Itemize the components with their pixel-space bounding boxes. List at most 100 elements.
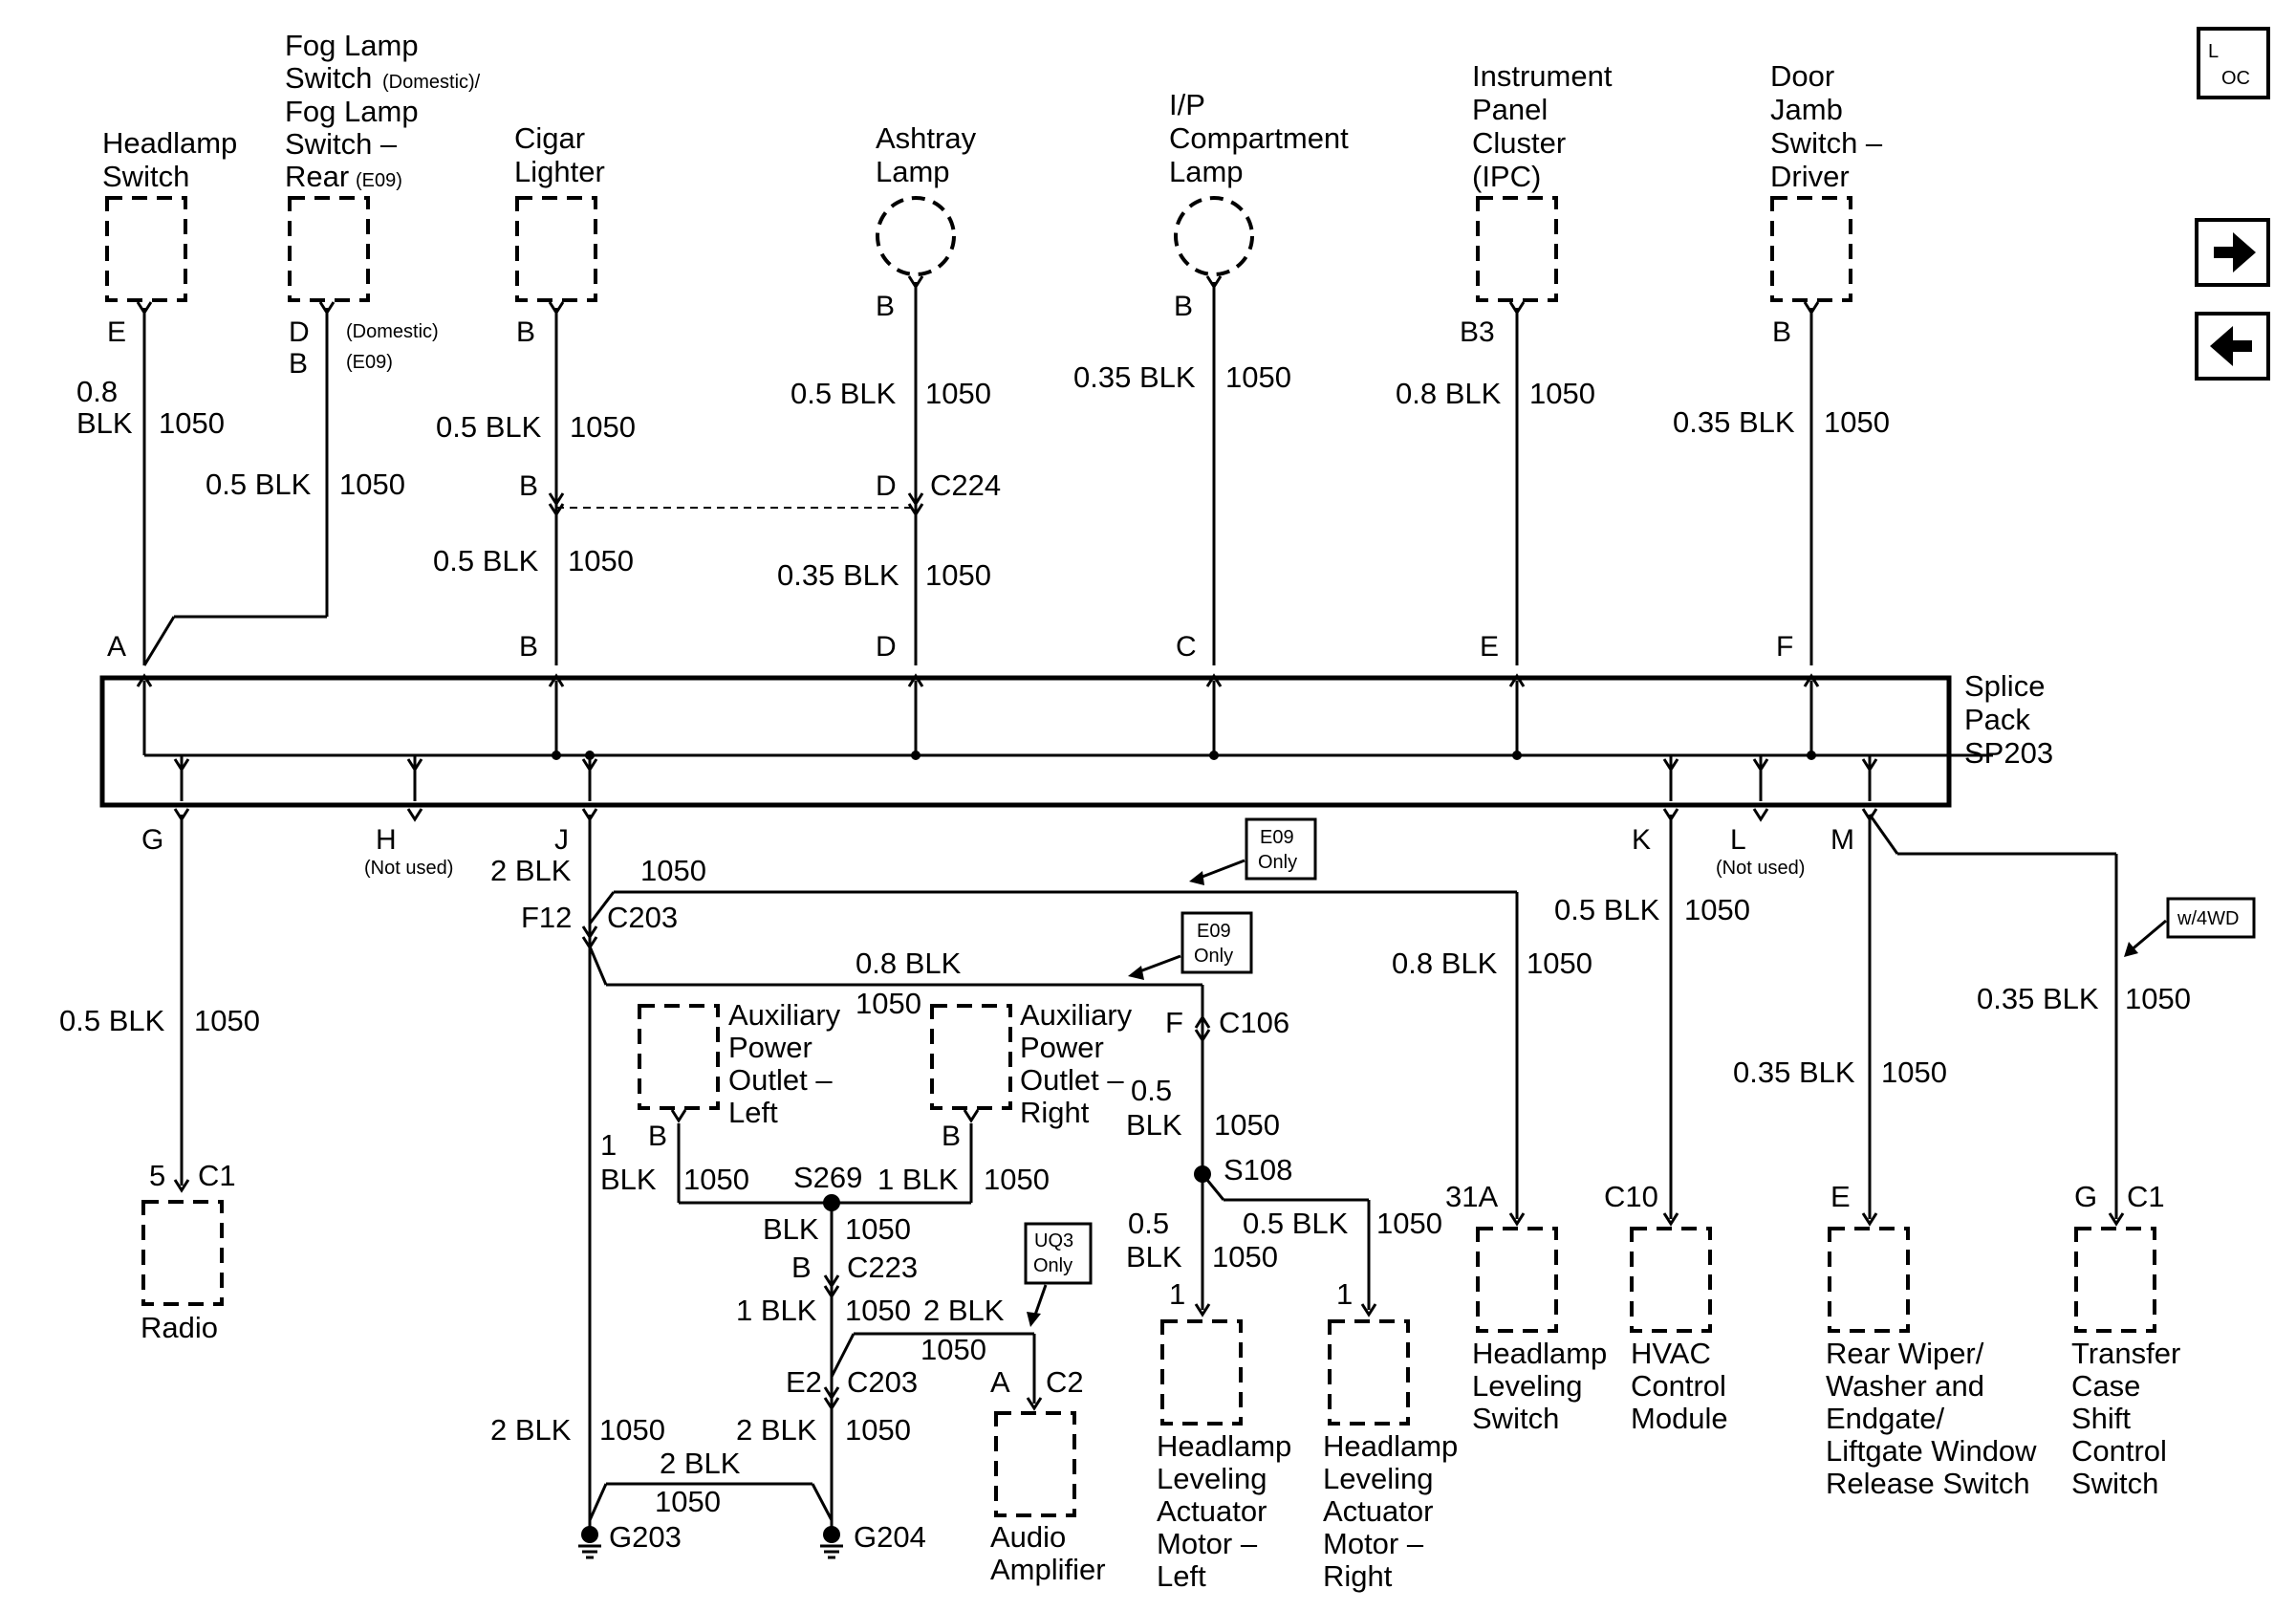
g204-circuit: 1050 — [845, 1413, 911, 1447]
hvac-label-3: Module — [1631, 1402, 1728, 1435]
ip-lamp-label-2: Compartment — [1169, 121, 1349, 155]
tc-label-1: Transfer — [2071, 1337, 2180, 1370]
ip-compartment-lamp: I/P Compartment Lamp B 0.35 BLK 1050 — [1073, 88, 1349, 665]
apo-feed-wire: 0.8 BLK — [856, 947, 962, 980]
cigar-lighter-inline-pin: B — [519, 470, 538, 502]
tc-wire: 0.35 BLK — [1977, 982, 2099, 1015]
headlamp-switch-circuit: 1050 — [159, 406, 225, 440]
uq3-tag-line-1: UQ3 — [1034, 1230, 1073, 1252]
j-circuit: 1050 — [640, 854, 706, 887]
fog-lamp-label-2-note: (Domestic)/ — [382, 72, 481, 93]
c223-pin: B — [791, 1251, 812, 1284]
ashtray-lamp-circuit: 1050 — [925, 377, 991, 410]
ip-lamp-circuit: 1050 — [1225, 360, 1291, 394]
hvac-circuit: 1050 — [1684, 893, 1750, 926]
cigar-lighter: Cigar Lighter B 0.5 BLK 1050 B 0.5 BLK 1… — [433, 121, 636, 665]
motor-right-label-3: Actuator — [1323, 1494, 1433, 1528]
wiper-label-4: Liftgate Window — [1826, 1434, 2037, 1468]
motor-left-wire-size: 0.5 — [1128, 1207, 1169, 1240]
splice-pin-d: D — [876, 631, 897, 663]
radio-wire: 0.5 BLK — [59, 1004, 165, 1037]
tc-circuit: 1050 — [2125, 982, 2191, 1015]
splice-pin-k: K — [1632, 824, 1651, 856]
c106-pin: F — [1165, 1006, 1183, 1039]
ipc-label-2: Panel — [1472, 93, 1548, 126]
ipc-label-4: (IPC) — [1472, 160, 1541, 193]
headlamp-switch-wire-color: BLK — [76, 406, 133, 440]
motor-right-label-1: Headlamp — [1323, 1429, 1458, 1463]
splice-pin-e: E — [1480, 631, 1499, 663]
uq3-tag-line-2: Only — [1033, 1255, 1072, 1276]
ashtray-lamp-circuit-2: 1050 — [925, 558, 991, 592]
splice-pack-label-2: Pack — [1964, 703, 2030, 736]
motor-right-label-4: Motor – — [1323, 1527, 1424, 1560]
ipc-wire: 0.8 BLK — [1396, 377, 1502, 410]
apo-feed-circuit: 1050 — [856, 987, 921, 1020]
door-jamb-circuit: 1050 — [1824, 405, 1890, 439]
fog-lamp-pin-2-note: (E09) — [346, 352, 393, 373]
splice-pin-a: A — [107, 631, 126, 663]
uq3-only-tag: UQ3 Only — [1024, 1222, 1093, 1327]
headlamp-switch-label-2: Switch — [102, 160, 189, 193]
door-jamb-switch-driver: Door Jamb Switch – Driver B 0.35 BLK 105… — [1673, 59, 1890, 665]
radio-circuit: 1050 — [194, 1004, 260, 1037]
motor-right-circuit: 1050 — [1376, 1207, 1442, 1240]
ipc-circuit: 1050 — [1529, 377, 1595, 410]
radio-label: Radio — [141, 1311, 218, 1344]
hvac-wire: 0.5 BLK — [1554, 893, 1660, 926]
loc-icon[interactable]: L OC — [2197, 27, 2270, 99]
c224-label: C224 — [930, 468, 1001, 502]
door-jamb-wire: 0.35 BLK — [1673, 405, 1795, 439]
aux-power-outlet-right: Auxiliary Power Outlet – Right B — [930, 998, 1133, 1152]
splice-pack-label-3: SP203 — [1964, 736, 2053, 770]
4wd-tag: w/4WD — [2124, 897, 2256, 957]
hls-label-1: Headlamp — [1472, 1337, 1607, 1370]
loc-bottom-letters: OC — [2221, 68, 2250, 89]
4wd-tag-text: w/4WD — [2177, 908, 2239, 929]
ashtray-lamp-wire-2: 0.35 BLK — [777, 558, 899, 592]
splice-pin-c: C — [1176, 631, 1197, 663]
g203-circuit: 1050 — [599, 1413, 665, 1447]
tc-pin: G — [2074, 1180, 2097, 1213]
ipc-label-1: Instrument — [1472, 59, 1613, 93]
c106-label: C106 — [1219, 1006, 1289, 1039]
wiper-label-5: Release Switch — [1826, 1467, 2030, 1500]
motor-left-label-2: Leveling — [1157, 1462, 1267, 1495]
apo-left-circuit: 1050 — [683, 1163, 749, 1196]
fog-lamp-label-5: Rear — [285, 160, 349, 193]
fog-lamp-label-5-note: (E09) — [356, 170, 402, 191]
apo-left-pin: B — [648, 1121, 667, 1152]
arrow-left-icon — [2210, 326, 2252, 366]
ipc-pin: B3 — [1460, 316, 1495, 348]
hvac-control-module: HVAC Control Module — [1630, 1227, 1728, 1435]
splice-pack-label-1: Splice — [1964, 669, 2045, 703]
hvac-pin: C10 — [1604, 1180, 1658, 1213]
apo-left-label-2: Power — [728, 1031, 812, 1064]
transfer-case-shift-control-switch: Transfer Case Shift Control Switch — [2071, 1227, 2180, 1500]
hls-circuit: 1050 — [1527, 947, 1592, 980]
apo-right-label-1: Auxiliary — [1020, 998, 1133, 1032]
j-wire: 2 BLK — [490, 854, 572, 887]
splice-top-pins: A B D C E F — [107, 631, 1793, 663]
motor-right-pin: 1 — [1336, 1277, 1353, 1311]
next-page-button[interactable] — [2195, 218, 2270, 287]
radio-connector: C1 — [198, 1159, 236, 1192]
hls-wire: 0.8 BLK — [1392, 947, 1498, 980]
s269-down-circuit: 1050 — [845, 1212, 911, 1246]
ashtray-lamp-inline-pin: D — [876, 470, 897, 502]
cigar-lighter-pin: B — [516, 316, 535, 348]
ipc-label-3: Cluster — [1472, 126, 1566, 160]
ashtray-lamp-label-1: Ashtray — [876, 121, 977, 155]
ground-link-wire: 2 BLK — [660, 1447, 741, 1480]
apo-left-wire-color: BLK — [600, 1163, 657, 1196]
wiper-circuit: 1050 — [1881, 1056, 1947, 1089]
fog-lamp-pin-2: B — [289, 348, 308, 380]
fog-lamp-label-2: Switch — [285, 61, 372, 95]
ground-g204-icon — [820, 1526, 843, 1559]
wiper-wire: 0.35 BLK — [1733, 1056, 1855, 1089]
loc-top-letter: L — [2208, 41, 2219, 62]
amp-circuit: 1050 — [921, 1333, 986, 1366]
previous-page-button[interactable] — [2195, 312, 2270, 381]
amp-label-1: Audio — [990, 1520, 1066, 1554]
